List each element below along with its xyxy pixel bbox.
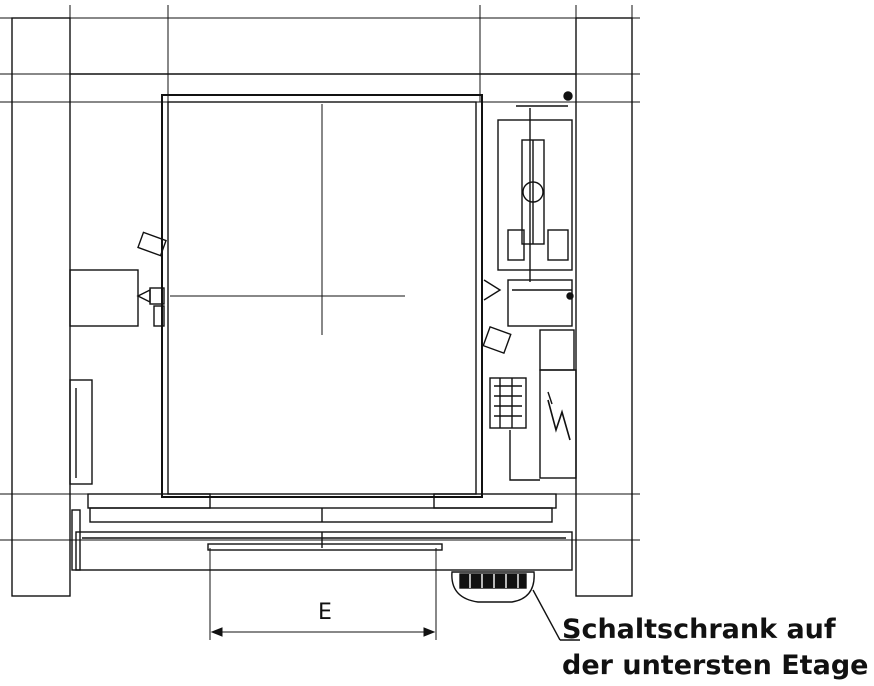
callout-line-2: der untersten Etage [562,650,869,681]
dimension-e [209,548,437,640]
dimension-label: E [318,600,332,625]
callout-leader [532,589,580,641]
car-sill [87,493,557,523]
shaft-walls [11,17,633,597]
landing-door [71,509,573,571]
control-cabinet-callout: Schaltschrank auf der untersten Etage [562,612,868,684]
drive-unit [489,279,577,481]
left-guide-block [69,231,167,327]
grid-lines [0,5,640,541]
left-wall-fixture [69,379,93,485]
callout-line-1: Schaltschrank auf [562,614,836,645]
control-cabinet-icon [451,571,535,603]
right-guide-rail [482,91,573,355]
car-cabin [161,94,483,498]
